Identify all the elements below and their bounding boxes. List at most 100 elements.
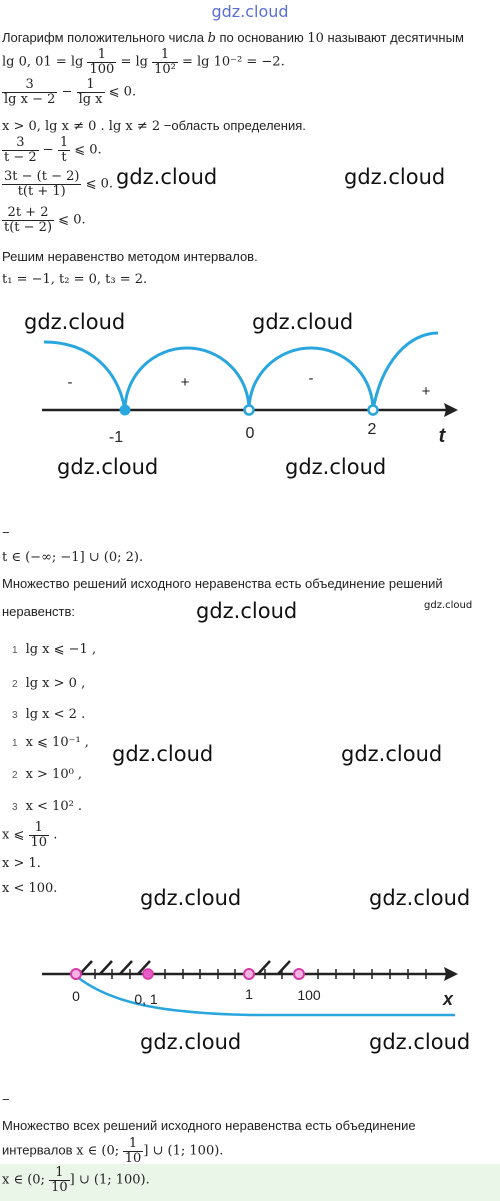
watermark: gdz.cloud bbox=[116, 165, 218, 189]
math-part: ⩽ 0. bbox=[108, 84, 137, 100]
domain-math: x > 0, lg x ≠ 0 . lg x ≠ 2 bbox=[2, 119, 161, 134]
intro-part: по основанию bbox=[215, 30, 308, 45]
math-part: ⩽ 0. bbox=[58, 212, 86, 228]
tick-label: 0 bbox=[246, 425, 255, 442]
list-item: 3 x < 10² . bbox=[12, 799, 82, 814]
tick-label: 2 bbox=[368, 421, 377, 438]
denominator: 10 bbox=[122, 1150, 144, 1166]
domain-text: −область определения. bbox=[160, 118, 306, 133]
denominator: lg x bbox=[76, 91, 105, 107]
item-expr: x < 10² . bbox=[25, 799, 83, 814]
interval-method-text: Решим неравенство методом интервалов. bbox=[2, 249, 258, 264]
point-2 bbox=[367, 404, 379, 416]
axis-arrow bbox=[444, 403, 458, 417]
curve bbox=[75, 975, 455, 1017]
math-part: x ∈ (0; bbox=[76, 1143, 120, 1159]
tick-marks bbox=[94, 969, 427, 979]
list-item: 1 x ⩽ 10⁻¹ , bbox=[12, 735, 89, 750]
intro-part: Логарифм положительного числа bbox=[2, 30, 208, 45]
inequality-3: 3t − (t − 2)t(t + 1) ⩽ 0. bbox=[2, 170, 113, 198]
item-expr: lg x < 2 . bbox=[25, 707, 86, 722]
numerator: 1 bbox=[59, 135, 69, 150]
watermark: gdz.cloud bbox=[196, 599, 298, 623]
site-logo[interactable]: gdz.cloud bbox=[211, 2, 289, 21]
numerator: 3t − (t − 2) bbox=[4, 169, 80, 184]
hatching bbox=[79, 960, 291, 975]
item-expr: lg x > 0 , bbox=[25, 676, 86, 691]
roots-line: t₁ = −1, t₂ = 0, t₃ = 2. bbox=[2, 272, 148, 287]
watermark: gdz.cloud bbox=[252, 310, 354, 334]
domain-line: x > 0, lg x ≠ 0 . lg x ≠ 2 −область опре… bbox=[2, 118, 306, 134]
item-number: 1 bbox=[12, 645, 18, 656]
denominator: 10 bbox=[49, 1179, 70, 1195]
math-part: − bbox=[61, 84, 73, 100]
watermark: gdz.cloud bbox=[424, 600, 473, 611]
fraction: 3t − (t − 2)t(t + 1) bbox=[2, 169, 82, 199]
math-part: lg 0, 01 = lg bbox=[2, 54, 84, 70]
math-part: ] ∪ (1; 100). bbox=[69, 1172, 150, 1188]
axis-variable: t bbox=[439, 425, 447, 445]
list-item: 3 lg x < 2 . bbox=[12, 707, 85, 722]
intro-ten: 10 bbox=[307, 31, 324, 46]
watermark: gdz.cloud bbox=[344, 165, 446, 189]
final-text-1: Множество всех решений исходного неравен… bbox=[2, 1118, 416, 1133]
sign-arc bbox=[371, 331, 439, 411]
watermark: gdz.cloud bbox=[369, 886, 471, 910]
tick-label: 1 bbox=[245, 986, 253, 1002]
union-text-2: неравенств: bbox=[2, 604, 76, 619]
math-part: . bbox=[53, 827, 58, 843]
math-part: ] ∪ (1; 100). bbox=[143, 1143, 224, 1159]
denominator: 100 bbox=[87, 61, 117, 77]
denominator: t(t + 1) bbox=[2, 183, 82, 199]
denominator: t − 2 bbox=[2, 149, 39, 165]
watermark: gdz.cloud bbox=[341, 742, 443, 766]
watermark: gdz.cloud bbox=[369, 1030, 471, 1054]
number-line-x: 0 0, 1 1 100 x bbox=[42, 960, 458, 1017]
point-1 bbox=[243, 968, 255, 980]
sign-label: + bbox=[422, 383, 431, 400]
numerator: 1 bbox=[128, 1136, 138, 1151]
item-expr: x ⩽ 10⁻¹ , bbox=[25, 735, 89, 750]
watermark: gdz.cloud bbox=[140, 1030, 242, 1054]
denominator: t(t − 2) bbox=[2, 219, 55, 235]
watermark: gdz.cloud bbox=[24, 310, 126, 334]
denominator: 10 bbox=[28, 834, 50, 850]
item-number: 3 bbox=[12, 802, 18, 813]
final-text-part: интервалов bbox=[2, 1142, 77, 1158]
numerator: 1 bbox=[86, 77, 95, 92]
numerator: 1 bbox=[34, 820, 43, 835]
x-lt-line: x < 100. bbox=[2, 881, 58, 896]
sign-arc bbox=[43, 340, 127, 411]
numerator: 1 bbox=[160, 47, 170, 62]
sign-label: + bbox=[181, 374, 190, 391]
sign-arc bbox=[247, 346, 375, 411]
item-expr: x > 10⁰ , bbox=[25, 767, 83, 782]
separator-dash: − bbox=[2, 525, 10, 540]
numerator: 1 bbox=[55, 1165, 64, 1180]
math-part: ⩽ 0. bbox=[74, 142, 102, 158]
intro-part: называют десятичным bbox=[323, 30, 464, 45]
tick-label: 0 bbox=[72, 988, 80, 1004]
item-number: 3 bbox=[12, 710, 18, 721]
separator-dash: − bbox=[2, 1092, 10, 1107]
item-number: 1 bbox=[12, 738, 18, 749]
point-100 bbox=[293, 968, 305, 980]
sign-label: - bbox=[68, 374, 73, 391]
watermark: gdz.cloud bbox=[57, 455, 159, 479]
point-minus-1 bbox=[119, 404, 131, 416]
